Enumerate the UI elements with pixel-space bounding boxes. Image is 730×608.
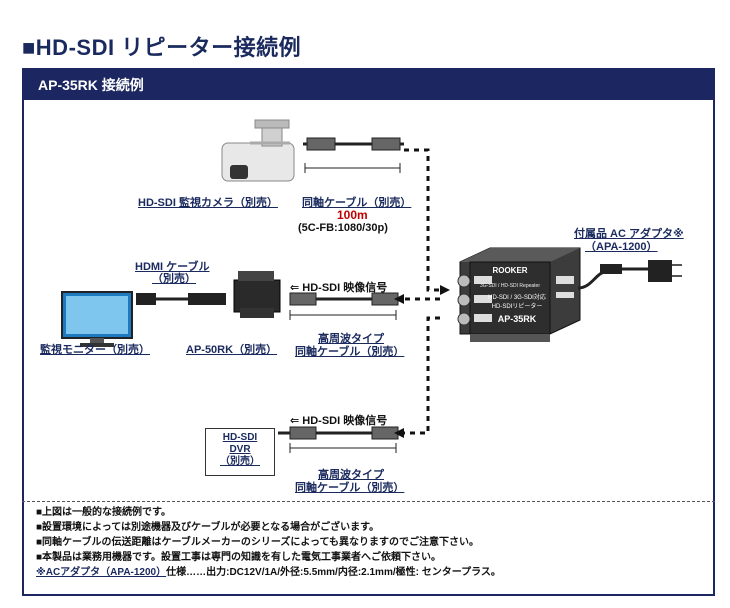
hf-bot-label-1: 高周波タイプ bbox=[318, 469, 384, 481]
camera-icon bbox=[221, 119, 295, 182]
hdmi-cable-label: HDMI ケーブル bbox=[135, 261, 210, 273]
device-brand: ROOKER bbox=[492, 266, 527, 275]
hdmi-cable-icon bbox=[136, 293, 226, 305]
adapter-spec-text: 仕様……出力:DC12V/1A/外径:5.5mm/内径:2.1mm/極性: セン… bbox=[166, 567, 501, 578]
hdmi-cable-label-2: （別売） bbox=[152, 273, 196, 285]
hf-top-label-2: 同軸ケーブル（別売） bbox=[295, 346, 405, 358]
page-title: ■HD-SDI リピーター接続例 bbox=[22, 35, 302, 60]
coax-top-label: 同軸ケーブル（別売） bbox=[302, 197, 412, 209]
hf-top-label-1: 高周波タイプ bbox=[318, 333, 384, 345]
monitor-icon bbox=[61, 291, 133, 347]
note-3: ■同軸ケーブルの伝送距離はケーブルメーカーのシリーズによっても異なりますのでご注… bbox=[36, 537, 480, 548]
notes: ■上図は一般的な接続例です。 ■設置環境によっては別途機器及びケーブルが必要とな… bbox=[36, 505, 501, 580]
adapter-spec-link[interactable]: ※ACアダプタ（APA-1200） bbox=[36, 567, 167, 578]
dvr-label-1: HD-SDI bbox=[222, 432, 258, 443]
ac-adapter-icon bbox=[577, 260, 682, 290]
device-name-2: HD-SDIリピーター bbox=[492, 302, 543, 310]
ap35rk-device-icon bbox=[457, 247, 581, 342]
device-name-1: HD-SDI / 3G-SDI対応 bbox=[488, 293, 546, 301]
adapter-label-1: 付属品 AC アダプタ※ bbox=[574, 228, 684, 240]
dvr-label-3: （別売） bbox=[220, 456, 260, 467]
note-2: ■設置環境によっては別途機器及びケーブルが必要となる場合がございます。 bbox=[36, 522, 380, 533]
adapter-label-2: （APA-1200） bbox=[585, 241, 658, 253]
coax-cable-bottom-icon bbox=[278, 426, 399, 440]
ap50rk-device-icon bbox=[233, 271, 281, 318]
device-model: AP-35RK bbox=[498, 314, 537, 324]
dvr-box: HD-SDI DVR （別売） bbox=[205, 428, 275, 476]
coax-cable-top-icon bbox=[303, 137, 404, 151]
ap50rk-label: AP-50RK（別売） bbox=[186, 344, 278, 356]
note-5: ※ACアダプタ（APA-1200）仕様……出力:DC12V/1A/外径:5.5m… bbox=[36, 565, 501, 580]
hf-bot-label-2: 同軸ケーブル（別売） bbox=[295, 482, 405, 494]
signal-label-top: ⇐ HD-SDI 映像信号 bbox=[290, 282, 388, 294]
device-sub: 3G-SDI / HD-SDI Repeater bbox=[480, 283, 540, 289]
signal-label-bottom: ⇐ HD-SDI 映像信号 bbox=[290, 415, 388, 427]
note-4: ■本製品は業務用機器です。設置工事は専門の知識を有した電気工事業者へご依頼下さい… bbox=[36, 552, 442, 563]
coax-spec: (5C-FB:1080/30p) bbox=[298, 222, 388, 234]
dvr-label-2: DVR bbox=[229, 444, 251, 455]
diagram-panel: AP-35RK 接続例 bbox=[22, 68, 715, 596]
coax-cable-middle-icon bbox=[289, 292, 399, 306]
monitor-label: 監視モニター（別売） bbox=[40, 344, 150, 356]
coax-length: 100m bbox=[337, 208, 368, 222]
panel-header: AP-35RK 接続例 bbox=[24, 70, 713, 100]
signal-path-camera bbox=[404, 148, 440, 292]
signal-path-dvr bbox=[402, 316, 440, 435]
camera-label: HD-SDI 監視カメラ（別売） bbox=[138, 197, 278, 209]
note-1: ■上図は一般的な接続例です。 bbox=[36, 507, 172, 518]
notes-divider bbox=[22, 501, 715, 502]
